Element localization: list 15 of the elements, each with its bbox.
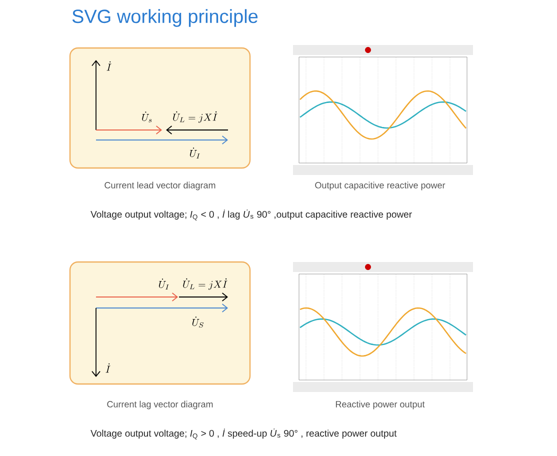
vector-label: $\dot{I}$ — [106, 363, 110, 373]
node-label: Current lead vector diagram — [104, 182, 216, 190]
note: Voltage output voltage; I$_{Q}$ < 0 , İ lag U̇$_{s}$ 90° ,output capacitive reactive power — [90, 210, 412, 220]
title: SVG working principle — [72, 9, 258, 27]
caption: Reactive power output — [336, 400, 425, 410]
vector-label: $\dot{U}_L = jX\dot{I}$ — [173, 111, 218, 123]
vector-label: $\dot{U}_S$ — [192, 316, 204, 328]
vector-label: $\dot{U}_I$ — [190, 148, 200, 158]
note: Voltage output voltage; I$_{Q}$ > 0 , İ speed-up U̇$_{s}$ 90° , reactive power output — [90, 428, 397, 440]
vector-label: $\dot{U}_I$ — [158, 278, 169, 290]
vector-label: $\dot{I}$ — [106, 61, 112, 71]
node-label: Current lag vector diagram — [107, 400, 213, 410]
vector-label: $\dot{U}_s$ — [142, 112, 152, 122]
vector-label: $\dot{U}_L = jX\dot{I}$ — [183, 278, 228, 290]
caption: Output capacitive reactive power — [315, 182, 446, 190]
